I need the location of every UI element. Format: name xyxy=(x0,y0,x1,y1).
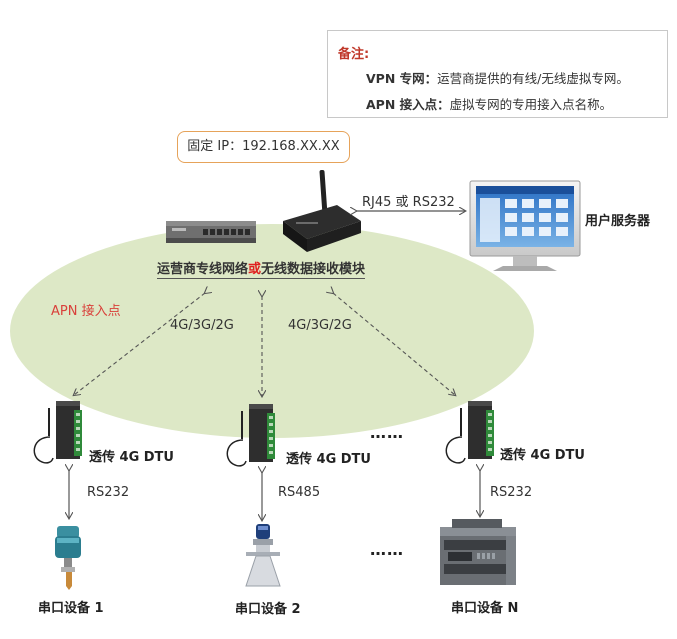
dtu-2-label: 透传 4G DTU xyxy=(286,452,371,467)
plc-icon xyxy=(440,519,516,585)
network-label: 运营商专线网络或无线数据接收模块 xyxy=(157,258,366,279)
device-1-label: 串口设备 1 xyxy=(38,601,104,616)
dtu-2-link-label: RS485 xyxy=(278,485,321,500)
apn-term: APN 接入点： xyxy=(366,97,450,112)
server-link-label: RJ45 或 RS232 xyxy=(362,195,455,210)
note-box: 备注: VPN 专网：运营商提供的有线/无线虚拟专网。 APN 接入点：虚拟专网… xyxy=(327,30,668,118)
dtu-3-icon xyxy=(445,401,494,464)
server-monitor-icon xyxy=(469,180,581,271)
note-title: 备注: xyxy=(338,47,370,62)
pressure-transmitter-icon xyxy=(55,526,81,590)
dtu-1-label: 透传 4G DTU xyxy=(89,450,174,465)
server-label: 用户服务器 xyxy=(585,214,651,229)
dtu-1-link-label: RS232 xyxy=(87,485,130,500)
device-2-label: 串口设备 2 xyxy=(235,602,301,617)
network-label-a: 运营商专线网络 xyxy=(157,262,249,277)
dtu3-wireless-arrow xyxy=(333,293,455,395)
apn-desc: 虚拟专网的专用接入点名称。 xyxy=(449,97,613,112)
vpn-term: VPN 专网： xyxy=(366,71,438,86)
ellipsis-bottom: …… xyxy=(370,540,404,559)
dtu-3-label: 透传 4G DTU xyxy=(500,448,585,463)
wireless-router-icon xyxy=(283,169,361,252)
device-n-label: 串口设备 N xyxy=(451,601,519,616)
switch-icon xyxy=(166,221,256,243)
network-label-or: 或 xyxy=(248,262,262,277)
vpn-desc: 运营商提供的有线/无线虚拟专网。 xyxy=(437,71,629,86)
wireless-label-left: 4G/3G/2G xyxy=(170,318,234,333)
apn-note: APN 接入点：虚拟专网的专用接入点名称。 xyxy=(366,94,612,113)
network-label-b: 无线数据接收模块 xyxy=(261,262,366,277)
vpn-note: VPN 专网：运营商提供的有线/无线虚拟专网。 xyxy=(366,68,629,87)
fixed-ip-box: 固定 IP：192.168.XX.XX xyxy=(177,131,350,163)
apn-label: APN 接入点 xyxy=(51,304,121,319)
radar-level-gauge-icon xyxy=(245,524,281,587)
wireless-label-right: 4G/3G/2G xyxy=(288,318,352,333)
dtu-3-link-label: RS232 xyxy=(490,485,533,500)
dtu-2-icon xyxy=(226,404,275,467)
dtu-1-icon xyxy=(33,401,82,464)
ellipsis-top: …… xyxy=(370,423,404,442)
